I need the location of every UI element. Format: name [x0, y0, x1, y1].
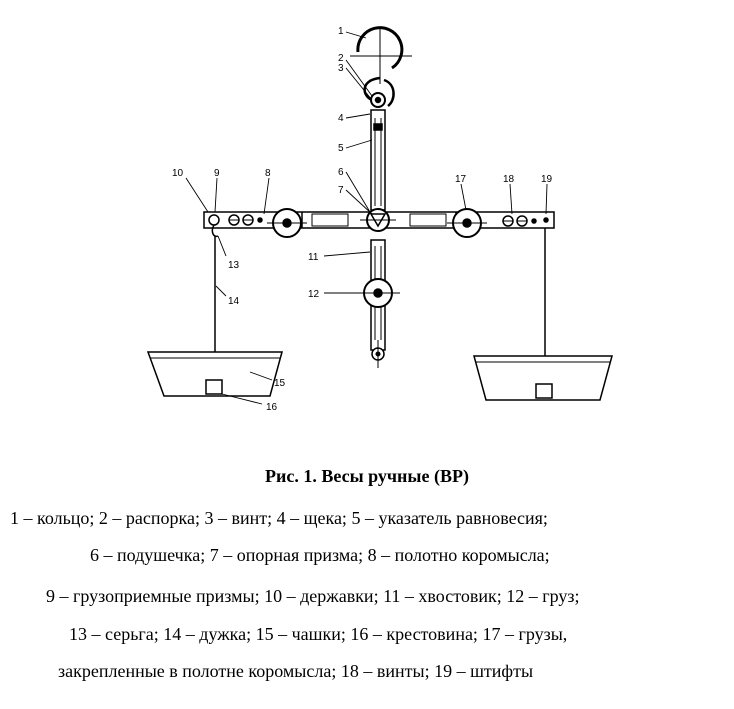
legend-line-5: закрепленные в полотне коромысла; 18 – в… [58, 661, 534, 681]
counterweight [356, 278, 400, 308]
part-label-5: 5 [338, 143, 344, 154]
part-label-15: 15 [274, 378, 286, 389]
part-label-4: 4 [338, 113, 344, 124]
scale-diagram: 1 2 3 4 5 6 7 8 9 10 11 12 13 14 15 16 1… [146, 26, 613, 413]
part-label-18: 18 [503, 174, 515, 185]
part-label-2: 2 [338, 53, 344, 64]
legend-line-1: 1 – кольцо; 2 – распорка; 3 – винт; 4 – … [10, 508, 548, 528]
part-label-8: 8 [265, 168, 271, 179]
part-label-17: 17 [455, 174, 467, 185]
legend-line-2: 6 – подушечка; 7 – опорная призма; 8 – п… [90, 545, 550, 565]
hook [363, 76, 395, 108]
cheek [370, 109, 386, 211]
part-label-10: 10 [172, 168, 184, 179]
part-label-14: 14 [228, 296, 240, 307]
figure-caption: Рис. 1. Весы ручные (ВР) [265, 466, 469, 486]
left-pan-assembly [146, 214, 283, 397]
part-label-9: 9 [214, 168, 220, 179]
ring [350, 26, 412, 84]
leader-lines [185, 31, 548, 405]
part-label-12: 12 [308, 289, 320, 300]
part-label-3: 3 [338, 63, 344, 74]
support-prism [360, 208, 396, 232]
part-label-7: 7 [338, 185, 344, 196]
part-label-16: 16 [266, 402, 278, 413]
part-labels: 1 2 3 4 5 6 7 8 9 10 11 12 13 14 15 16 1… [172, 26, 553, 413]
part-label-13: 13 [228, 260, 240, 271]
right-pan-assembly [473, 228, 613, 401]
right-beam-weight [447, 208, 487, 238]
part-label-1: 1 [338, 26, 344, 37]
left-beam-weight [267, 208, 307, 238]
part-label-6: 6 [338, 167, 344, 178]
legend-line-4: 13 – серьга; 14 – дужка; 15 – чашки; 16 … [69, 624, 568, 644]
legend-line-3: 9 – грузоприемные призмы; 10 – державки;… [46, 586, 580, 606]
part-label-19: 19 [541, 174, 553, 185]
part-label-11: 11 [308, 252, 319, 263]
